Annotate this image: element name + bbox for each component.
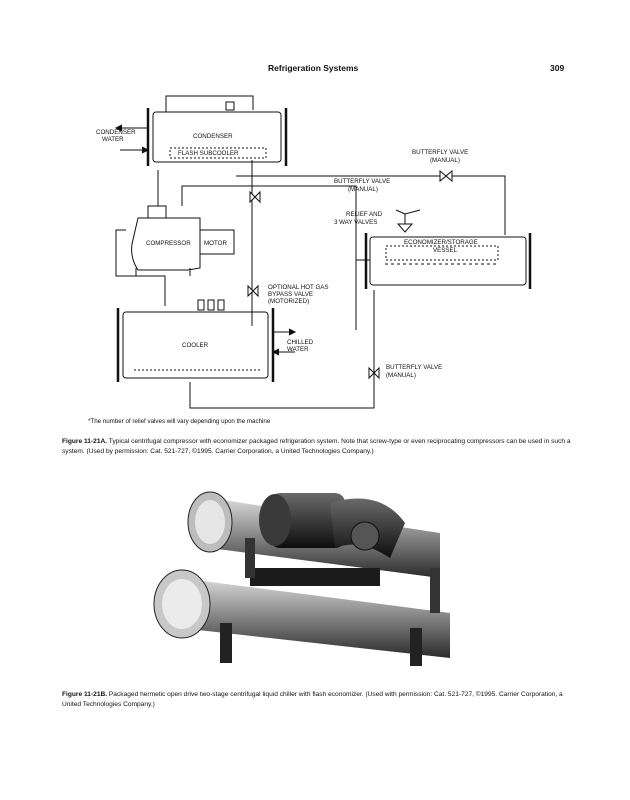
cooler-label: COOLER: [182, 342, 209, 349]
condenser-label: CONDENSER: [193, 133, 233, 140]
svg-text:BYPASS VALVE: BYPASS VALVE: [268, 291, 313, 298]
page-number: 309: [550, 63, 565, 73]
hot-gas-bypass-label: OPTIONAL HOT GAS: [268, 284, 329, 291]
svg-text:(MANUAL): (MANUAL): [348, 186, 378, 193]
svg-text:CONDENSER: CONDENSER: [96, 129, 136, 136]
butterfly-valve-symbol: [249, 190, 261, 204]
economizer-vessel: [364, 233, 532, 289]
compressor-label: COMPRESSOR: [146, 240, 191, 247]
figure-a-caption: Figure 11-21A. Typical centrifugal compr…: [62, 438, 571, 455]
svg-text:WATER: WATER: [287, 346, 309, 353]
butterfly-valve-label-3: BUTTERFLY VALVE: [386, 364, 442, 371]
butterfly-valve-symbol: [439, 169, 453, 183]
svg-text:VESSEL: VESSEL: [433, 247, 458, 254]
relief-valve-symbol: [396, 223, 414, 233]
flash-subcooler-label: FLASH SUBCOOLER: [178, 150, 239, 157]
butterfly-valve-label-2: BUTTERFLY VALVE: [334, 178, 390, 185]
svg-text:(MANUAL): (MANUAL): [430, 157, 460, 164]
chilled-water-label: CHILLED: [287, 339, 314, 346]
cooler-vessel: [116, 299, 275, 382]
figure-b-caption: Figure 11-21B. Packaged hermetic open dr…: [62, 691, 563, 708]
relief-valve-footnote: *The number of relief valves will vary d…: [88, 418, 271, 425]
svg-text:(MANUAL): (MANUAL): [386, 372, 416, 379]
refrigeration-system-diagram: CONDENSER WATER CONDENSER FLASH SUBCOOLE…: [88, 95, 532, 425]
butterfly-valve-symbol: [368, 366, 380, 380]
svg-text:(MOTORIZED): (MOTORIZED): [268, 298, 309, 305]
svg-text:WATER: WATER: [102, 136, 124, 143]
hot-gas-valve-symbol: [247, 284, 259, 298]
butterfly-valve-label-1: BUTTERFLY VALVE: [412, 149, 468, 156]
condenser-vessel: [146, 101, 288, 166]
running-title: Refrigeration Systems: [268, 63, 359, 73]
relief-valves-label: RELIEF AND: [346, 211, 383, 218]
motor-label: MOTOR: [204, 240, 227, 247]
economizer-label: ECONOMIZER/STORAGE: [404, 239, 478, 246]
chiller-photo: [153, 491, 450, 666]
svg-text:3 WAY VALVES: 3 WAY VALVES: [334, 219, 377, 226]
compressor-motor-assembly: [131, 205, 235, 276]
